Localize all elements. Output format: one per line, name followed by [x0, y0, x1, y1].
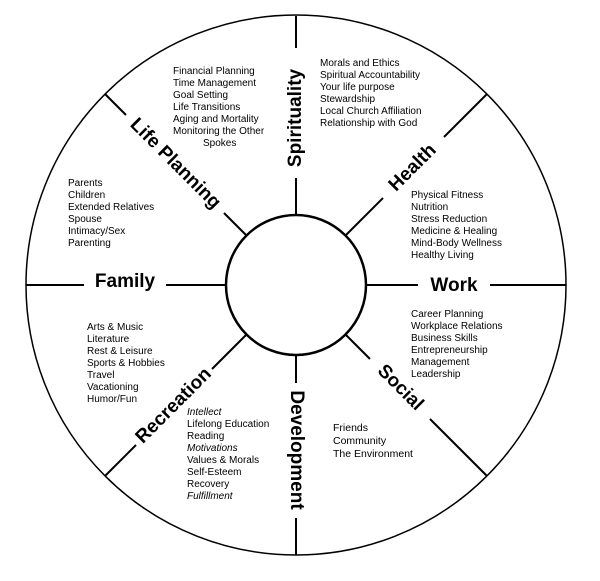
spoke-down-right-outer [429, 418, 488, 477]
list-item: Recovery [187, 479, 229, 490]
list-item: Management [411, 357, 470, 368]
list-item: Local Church Affiliation [320, 106, 422, 117]
label-development: Development [286, 390, 307, 510]
list-recreation: Arts & Music Literature Rest & Leisure S… [87, 322, 165, 405]
list-item: Literature [87, 334, 130, 345]
list-item: Career Planning [411, 309, 483, 320]
spoke-up-right-outer [443, 93, 488, 138]
label-health: Health [385, 140, 441, 196]
list-item: Life Transitions [173, 102, 240, 113]
spoke-down-left-outer [104, 444, 137, 477]
list-item: Fulfillment [187, 491, 234, 502]
list-item: Sports & Hobbies [87, 358, 165, 369]
list-life-planning: Financial Planning Time Management Goal … [173, 66, 265, 149]
list-item: Monitoring the Other [173, 126, 265, 137]
list-spirituality: Morals and Ethics Spiritual Accountabili… [320, 58, 422, 129]
list-item: Community [333, 435, 387, 447]
spoke-down-left-inner [211, 333, 248, 370]
list-item: Travel [87, 370, 114, 381]
list-social: Friends Community The Environment [333, 422, 413, 460]
list-item: Relationship with God [320, 118, 417, 129]
spoke-up-left-outer [104, 93, 127, 116]
spoke-down-right-inner [344, 333, 371, 360]
list-item: Business Skills [411, 333, 478, 344]
label-work: Work [430, 275, 478, 296]
list-item: Entrepreneurship [411, 345, 488, 356]
list-item: Medicine & Healing [411, 226, 497, 237]
list-item: Intimacy/Sex [68, 226, 125, 237]
list-item: Nutrition [411, 202, 448, 213]
list-item: Healthy Living [411, 250, 474, 261]
list-item: Spiritual Accountability [320, 70, 420, 81]
list-item: Intellect [187, 407, 223, 418]
list-item: Aging and Mortality [173, 114, 259, 125]
list-item: Motivations [187, 443, 238, 454]
list-item: Extended Relatives [68, 202, 154, 213]
list-work: Career Planning Workplace Relations Busi… [411, 309, 503, 380]
list-item: Stewardship [320, 94, 375, 105]
list-item: Parents [68, 178, 102, 189]
spoke-lines [26, 16, 566, 555]
list-item: Arts & Music [87, 322, 143, 333]
list-item: Goal Setting [173, 90, 228, 101]
list-item: Your life purpose [320, 82, 395, 93]
list-item: Parenting [68, 238, 111, 249]
list-item: The Environment [333, 448, 413, 460]
list-item: Leadership [411, 369, 461, 380]
list-item: Vacationing [87, 382, 139, 393]
list-item: Reading [187, 431, 224, 442]
list-item: Mind-Body Wellness [411, 238, 502, 249]
list-family: Parents Children Extended Relatives Spou… [68, 178, 154, 249]
list-item: Physical Fitness [411, 190, 483, 201]
list-item: Rest & Leisure [87, 346, 153, 357]
list-item: Workplace Relations [411, 321, 503, 332]
list-item: Humor/Fun [87, 394, 137, 405]
list-item: Spokes [203, 138, 236, 149]
spoke-up-right-inner [344, 197, 384, 237]
label-spirituality: Spirituality [285, 68, 306, 167]
list-item: Friends [333, 422, 368, 434]
list-item: Spouse [68, 214, 102, 225]
list-item: Lifelong Education [187, 419, 269, 430]
list-item: Morals and Ethics [320, 58, 399, 69]
list-development: Intellect Lifelong Education Reading Mot… [187, 407, 269, 502]
list-item: Stress Reduction [411, 214, 487, 225]
list-item: Values & Morals [187, 455, 259, 466]
list-item: Self-Esteem [187, 467, 241, 478]
spoke-up-left-inner [223, 212, 248, 237]
label-family: Family [95, 271, 156, 292]
list-item: Time Management [173, 78, 256, 89]
list-item: Children [68, 190, 105, 201]
list-health: Physical Fitness Nutrition Stress Reduct… [411, 190, 502, 261]
list-item: Financial Planning [173, 66, 255, 77]
